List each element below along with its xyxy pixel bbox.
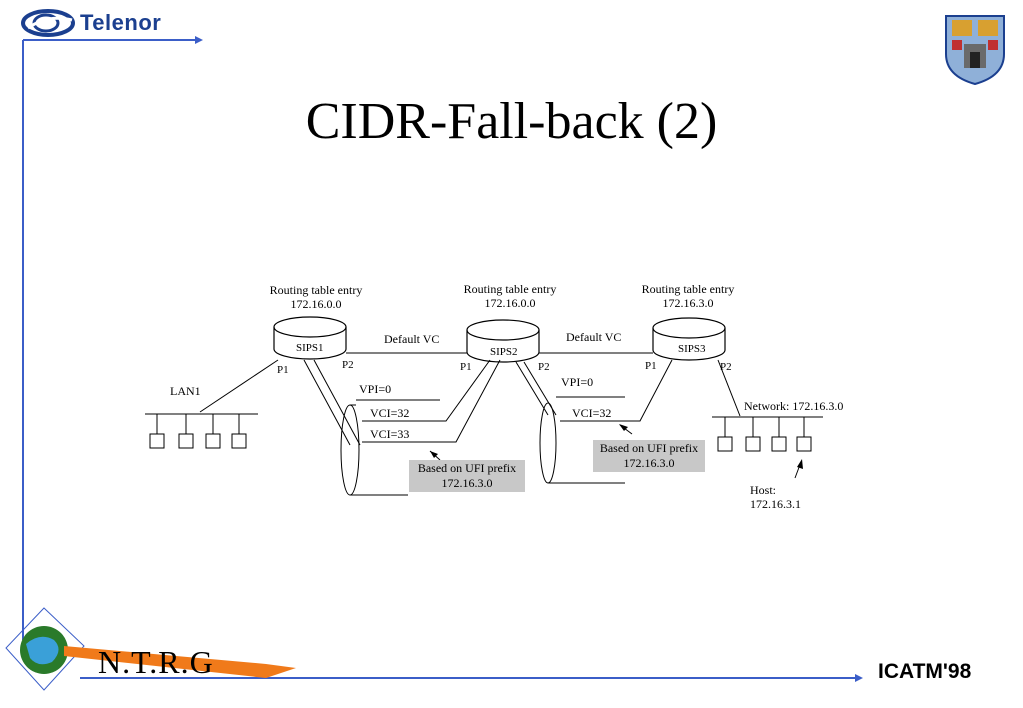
network-label: Network: 172.16.3.0	[744, 399, 844, 413]
note-line-1: Based on UFI prefix	[599, 441, 699, 455]
port-p2-sips3: P2	[720, 361, 732, 373]
port-p2-sips1: P2	[342, 359, 354, 371]
orange-arrow-icon	[64, 646, 296, 678]
telenor-logo-icon	[21, 9, 75, 37]
routing-entry-sips1: Routing table entry 172.16.0.0	[270, 283, 363, 311]
host-address: 172.16.3.1	[750, 497, 801, 511]
note-line-2: 172.16.3.0	[441, 476, 493, 490]
routing-entry-sips3: Routing table entry 172.16.3.0	[642, 282, 735, 310]
vci-label-2: VCI=32	[572, 406, 612, 420]
ufi-prefix-note-2: Based on UFI prefix 172.16.3.0	[593, 440, 705, 472]
slide-title: CIDR-Fall-back (2)	[305, 93, 718, 150]
telenor-logo	[20, 6, 200, 42]
routing-entry-sips2: Routing table entry 172.16.0.0	[464, 282, 557, 310]
router-name-sips2: SIPS2	[490, 346, 518, 358]
port-p1-sips2: P1	[460, 361, 472, 373]
note-line-1: Based on UFI prefix	[417, 461, 517, 475]
crest-icon	[945, 15, 1005, 86]
routing-entry-prefix: 172.16.3.0	[662, 296, 714, 310]
vpi-label-1: VPI=0	[359, 382, 392, 396]
router-name-sips1: SIPS1	[296, 342, 324, 354]
port-p1-sips1: P1	[277, 364, 289, 376]
lan1-network	[145, 359, 279, 449]
lan1-label: LAN1	[170, 384, 201, 398]
routing-entry-title: Routing table entry	[269, 283, 363, 297]
ntrg-logo	[5, 607, 296, 691]
brand-name: Telenor	[80, 10, 162, 35]
vci-label-1a: VCI=32	[370, 406, 410, 420]
routing-entry-title: Routing table entry	[463, 282, 557, 296]
network-172-16-3-0	[712, 359, 823, 479]
routing-entry-prefix: 172.16.0.0	[484, 296, 536, 310]
router-sips2	[466, 319, 540, 363]
ntrg-label: N.T.R.G	[98, 644, 214, 680]
default-vc-label-1: Default VC	[384, 332, 440, 346]
conference-label: ICATM'98	[878, 660, 972, 683]
vci-label-1b: VCI=33	[370, 427, 410, 441]
note-line-2: 172.16.3.0	[623, 456, 675, 470]
routing-entry-title: Routing table entry	[641, 282, 735, 296]
host-title: Host:	[750, 483, 777, 497]
router-sips1	[273, 316, 347, 360]
vc-tube-2	[515, 359, 673, 484]
port-p1-sips3: P1	[645, 360, 657, 372]
port-p2-sips2: P2	[538, 361, 550, 373]
routing-entry-prefix: 172.16.0.0	[290, 297, 342, 311]
host-label: Host: 172.16.3.1	[750, 483, 801, 511]
router-sips3	[652, 317, 726, 361]
vc-tube-1	[303, 359, 501, 496]
router-name-sips3: SIPS3	[678, 343, 706, 355]
vpi-label-2: VPI=0	[561, 375, 594, 389]
default-vc-label-2: Default VC	[566, 330, 622, 344]
ufi-prefix-note-1: Based on UFI prefix 172.16.3.0	[409, 460, 525, 492]
